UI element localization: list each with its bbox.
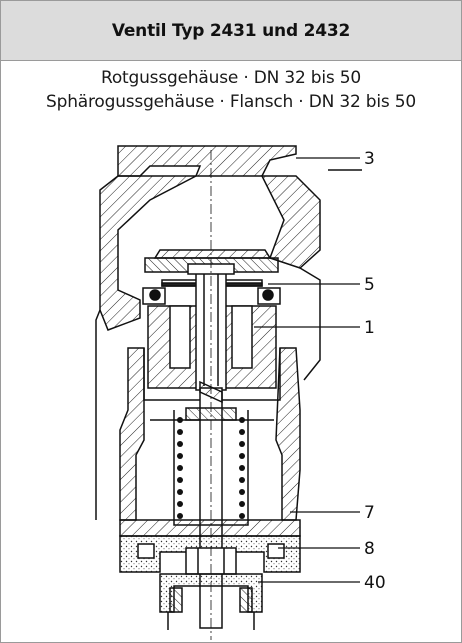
callout-7: 7 xyxy=(364,503,375,523)
callout-3: 3 xyxy=(364,149,375,169)
valve-body-right-wall xyxy=(260,175,321,269)
figure-title: Ventil Typ 2431 und 2432 xyxy=(111,20,351,41)
callout-8: 8 xyxy=(364,539,375,559)
packing-gland xyxy=(159,573,263,613)
subtitle-line-2: Sphärogussgehäuse · Flansch · DN 32 bis … xyxy=(46,92,416,112)
valve-body-top xyxy=(117,145,297,177)
bottom-housing xyxy=(119,519,301,537)
subtitle-line-1: Rotgussgehäuse · DN 32 bis 50 xyxy=(101,68,361,88)
callout-40: 40 xyxy=(364,573,386,593)
callout-1: 1 xyxy=(364,318,375,338)
valve-body-left-wall xyxy=(99,175,197,331)
leader-lines xyxy=(254,157,360,583)
spring-coils xyxy=(177,417,245,519)
housing-left-lower xyxy=(119,347,145,521)
figure-header: Ventil Typ 2431 und 2432 xyxy=(1,1,461,61)
callout-5: 5 xyxy=(364,275,375,295)
